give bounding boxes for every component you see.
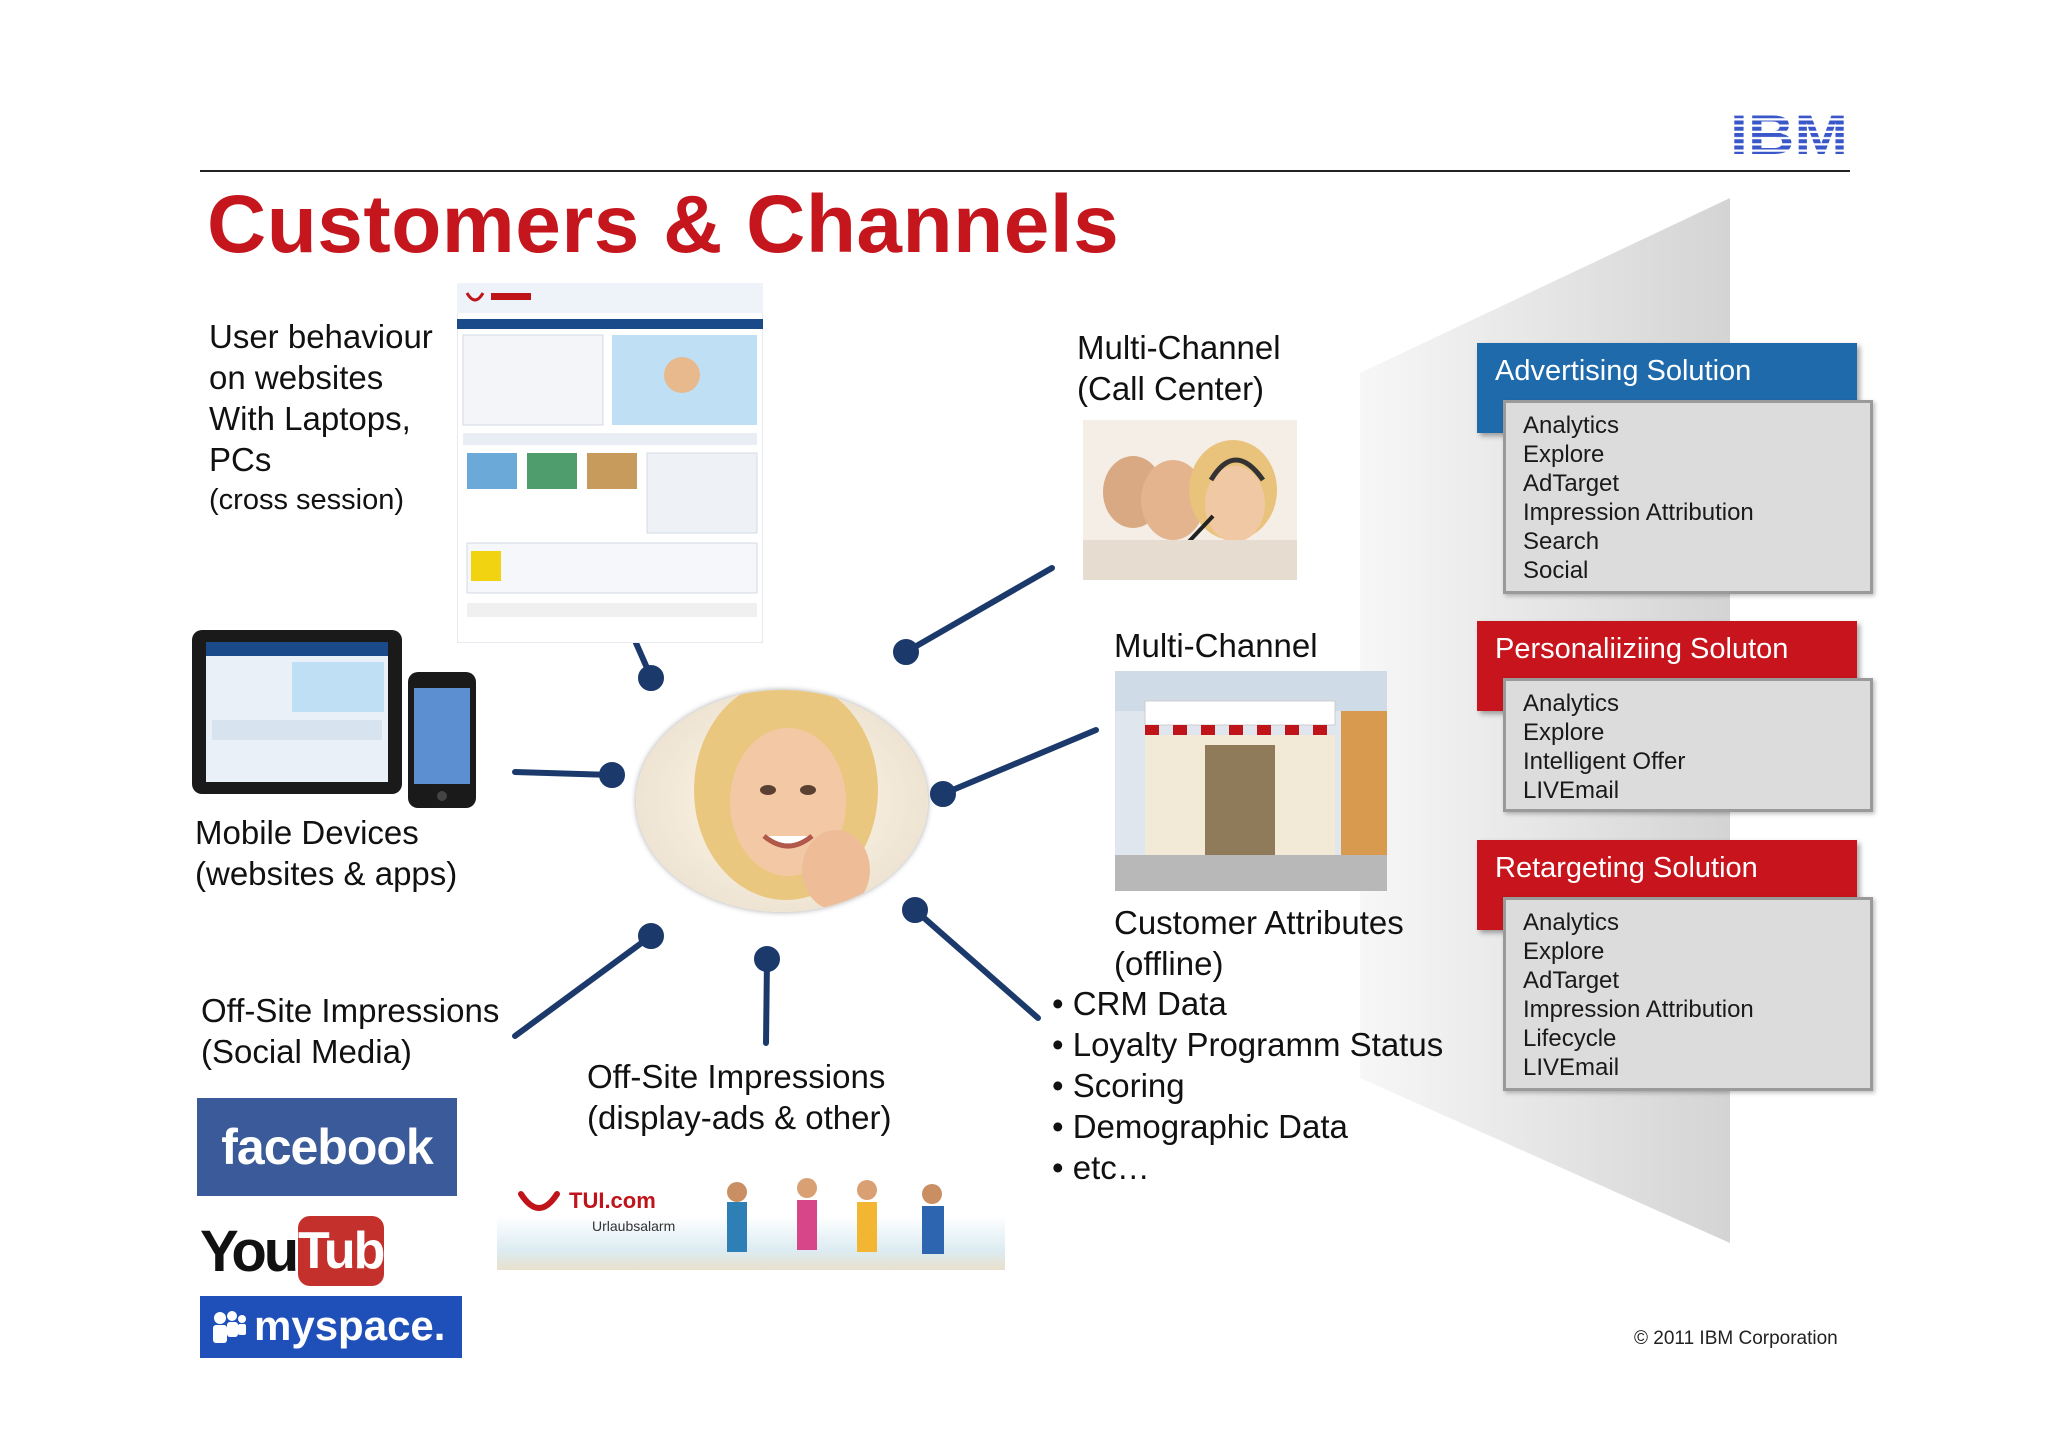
display-line-1: Off-Site Impressions [587,1058,886,1095]
solution-item: AdTarget [1523,967,1620,994]
solution-item: Impression Attribution [1523,996,1754,1023]
store-line-1: Multi-Channel [1114,627,1318,664]
solution-item: Search [1523,528,1600,555]
solution-item: Intelligent Offer [1523,748,1686,775]
retargeting-solution-title: Retargeting Solution [1495,852,1758,884]
retargeting-solution-box: Analytics Explore AdTarget Impression At… [1503,897,1873,1091]
connector-mobile-dot [599,762,625,788]
solution-item: Analytics [1523,690,1620,717]
web-line-2: on websites [209,359,384,396]
web-line-4: PCs [209,441,272,478]
social-line-2: (Social Media) [201,1033,412,1070]
connector-attributes-dot [902,897,928,923]
connector-store-dot [930,781,956,807]
bullet-etc: • etc… [1052,1149,1150,1186]
tui-smile-icon [518,1191,560,1211]
solution-item: LIVEmail [1523,1054,1620,1081]
youtube-tube-text: Tube [298,1216,412,1286]
call-center-label: Multi-Channel (Call Center) [1077,327,1281,409]
display-line-2: (display-ads & other) [587,1099,892,1136]
connector-call-center-dot [893,639,919,665]
solution-item: AdTarget [1523,470,1620,497]
beach-people-image [727,1178,944,1254]
solution-item: Explore [1523,719,1605,746]
solution-item: Lifecycle [1523,1025,1617,1052]
tui-display-ad: TUI.com Urlaubsalarm [497,1172,1005,1270]
website-screenshot [457,283,763,643]
bullet-demographic-data: • Demographic Data [1052,1108,1348,1145]
solution-item: LIVEmail [1523,777,1620,804]
connector-social-dot [638,923,664,949]
facebook-logo: facebook [197,1098,457,1196]
page-title: Customers & Channels [207,179,1120,270]
attributes-label: Customer Attributes (offline) [1114,902,1404,984]
connector-mobile [512,769,615,778]
solution-item: Analytics [1523,412,1620,439]
social-line-1: Off-Site Impressions [201,992,500,1029]
connector-web-dot [638,665,664,691]
web-channel-label: User behaviour on websites With Laptops,… [209,316,433,521]
solution-item: Social [1523,557,1589,584]
svg-text:IBM: IBM [1730,108,1848,158]
call-center-line-2: (Call Center) [1077,370,1265,407]
ibm-logo-icon: IBM [1730,108,1848,158]
connector-display-dot [754,946,780,972]
copyright-text: © 2011 IBM Corporation [1634,1328,1838,1349]
display-channel-label: Off-Site Impressions (display-ads & othe… [587,1056,891,1138]
store-label: Multi-Channel [1114,625,1318,666]
travel-store-image [1115,671,1387,891]
youtube-logo: You Tube [198,1212,412,1290]
call-center-image [1083,420,1297,580]
mobile-line-2: (websites & apps) [195,855,458,892]
solution-item: Impression Attribution [1523,499,1754,526]
web-line-3: With Laptops, [209,400,411,437]
mobile-devices-image [192,630,476,808]
solution-item: Explore [1523,938,1605,965]
attributes-bullet-list: • CRM Data • Loyalty Programm Status • S… [1052,983,1443,1188]
connector-store [940,727,1099,797]
call-center-line-1: Multi-Channel [1077,329,1281,366]
attributes-line-2: (offline) [1114,945,1224,982]
bullet-scoring: • Scoring [1052,1067,1185,1104]
connector-social [512,933,654,1039]
mobile-channel-label: Mobile Devices (websites & apps) [195,812,457,894]
personalizing-solution-title: Personaliiziing Soluton [1495,633,1789,665]
web-line-1: User behaviour [209,318,433,355]
tui-brand-text: TUI.com [569,1188,656,1213]
mobile-line-1: Mobile Devices [195,814,419,851]
bullet-crm-data: • CRM Data [1052,985,1227,1022]
connector-attributes [912,907,1041,1021]
solution-item: Analytics [1523,909,1620,936]
connector-call-center [903,565,1055,655]
advertising-solution-title: Advertising Solution [1495,355,1752,387]
myspace-logo: myspace. [200,1296,462,1358]
connector-display [763,956,770,1046]
myspace-people-icon [213,1311,246,1343]
tui-sub-text: Urlaubsalarm [592,1218,676,1234]
solution-item: Explore [1523,441,1605,468]
social-channel-label: Off-Site Impressions (Social Media) [201,990,499,1072]
youtube-you-text: You [200,1219,299,1284]
attributes-line-1: Customer Attributes [1114,904,1404,941]
bullet-loyalty-status: • Loyalty Programm Status [1052,1026,1444,1063]
web-note: (cross session) [209,484,404,516]
myspace-text: myspace. [254,1302,446,1349]
advertising-solution-box: Analytics Explore AdTarget Impression At… [1503,400,1873,594]
personalizing-solution-box: Analytics Explore Intelligent Offer LIVE… [1503,678,1873,812]
customer-portrait [636,690,928,912]
header-rule [200,170,1850,172]
